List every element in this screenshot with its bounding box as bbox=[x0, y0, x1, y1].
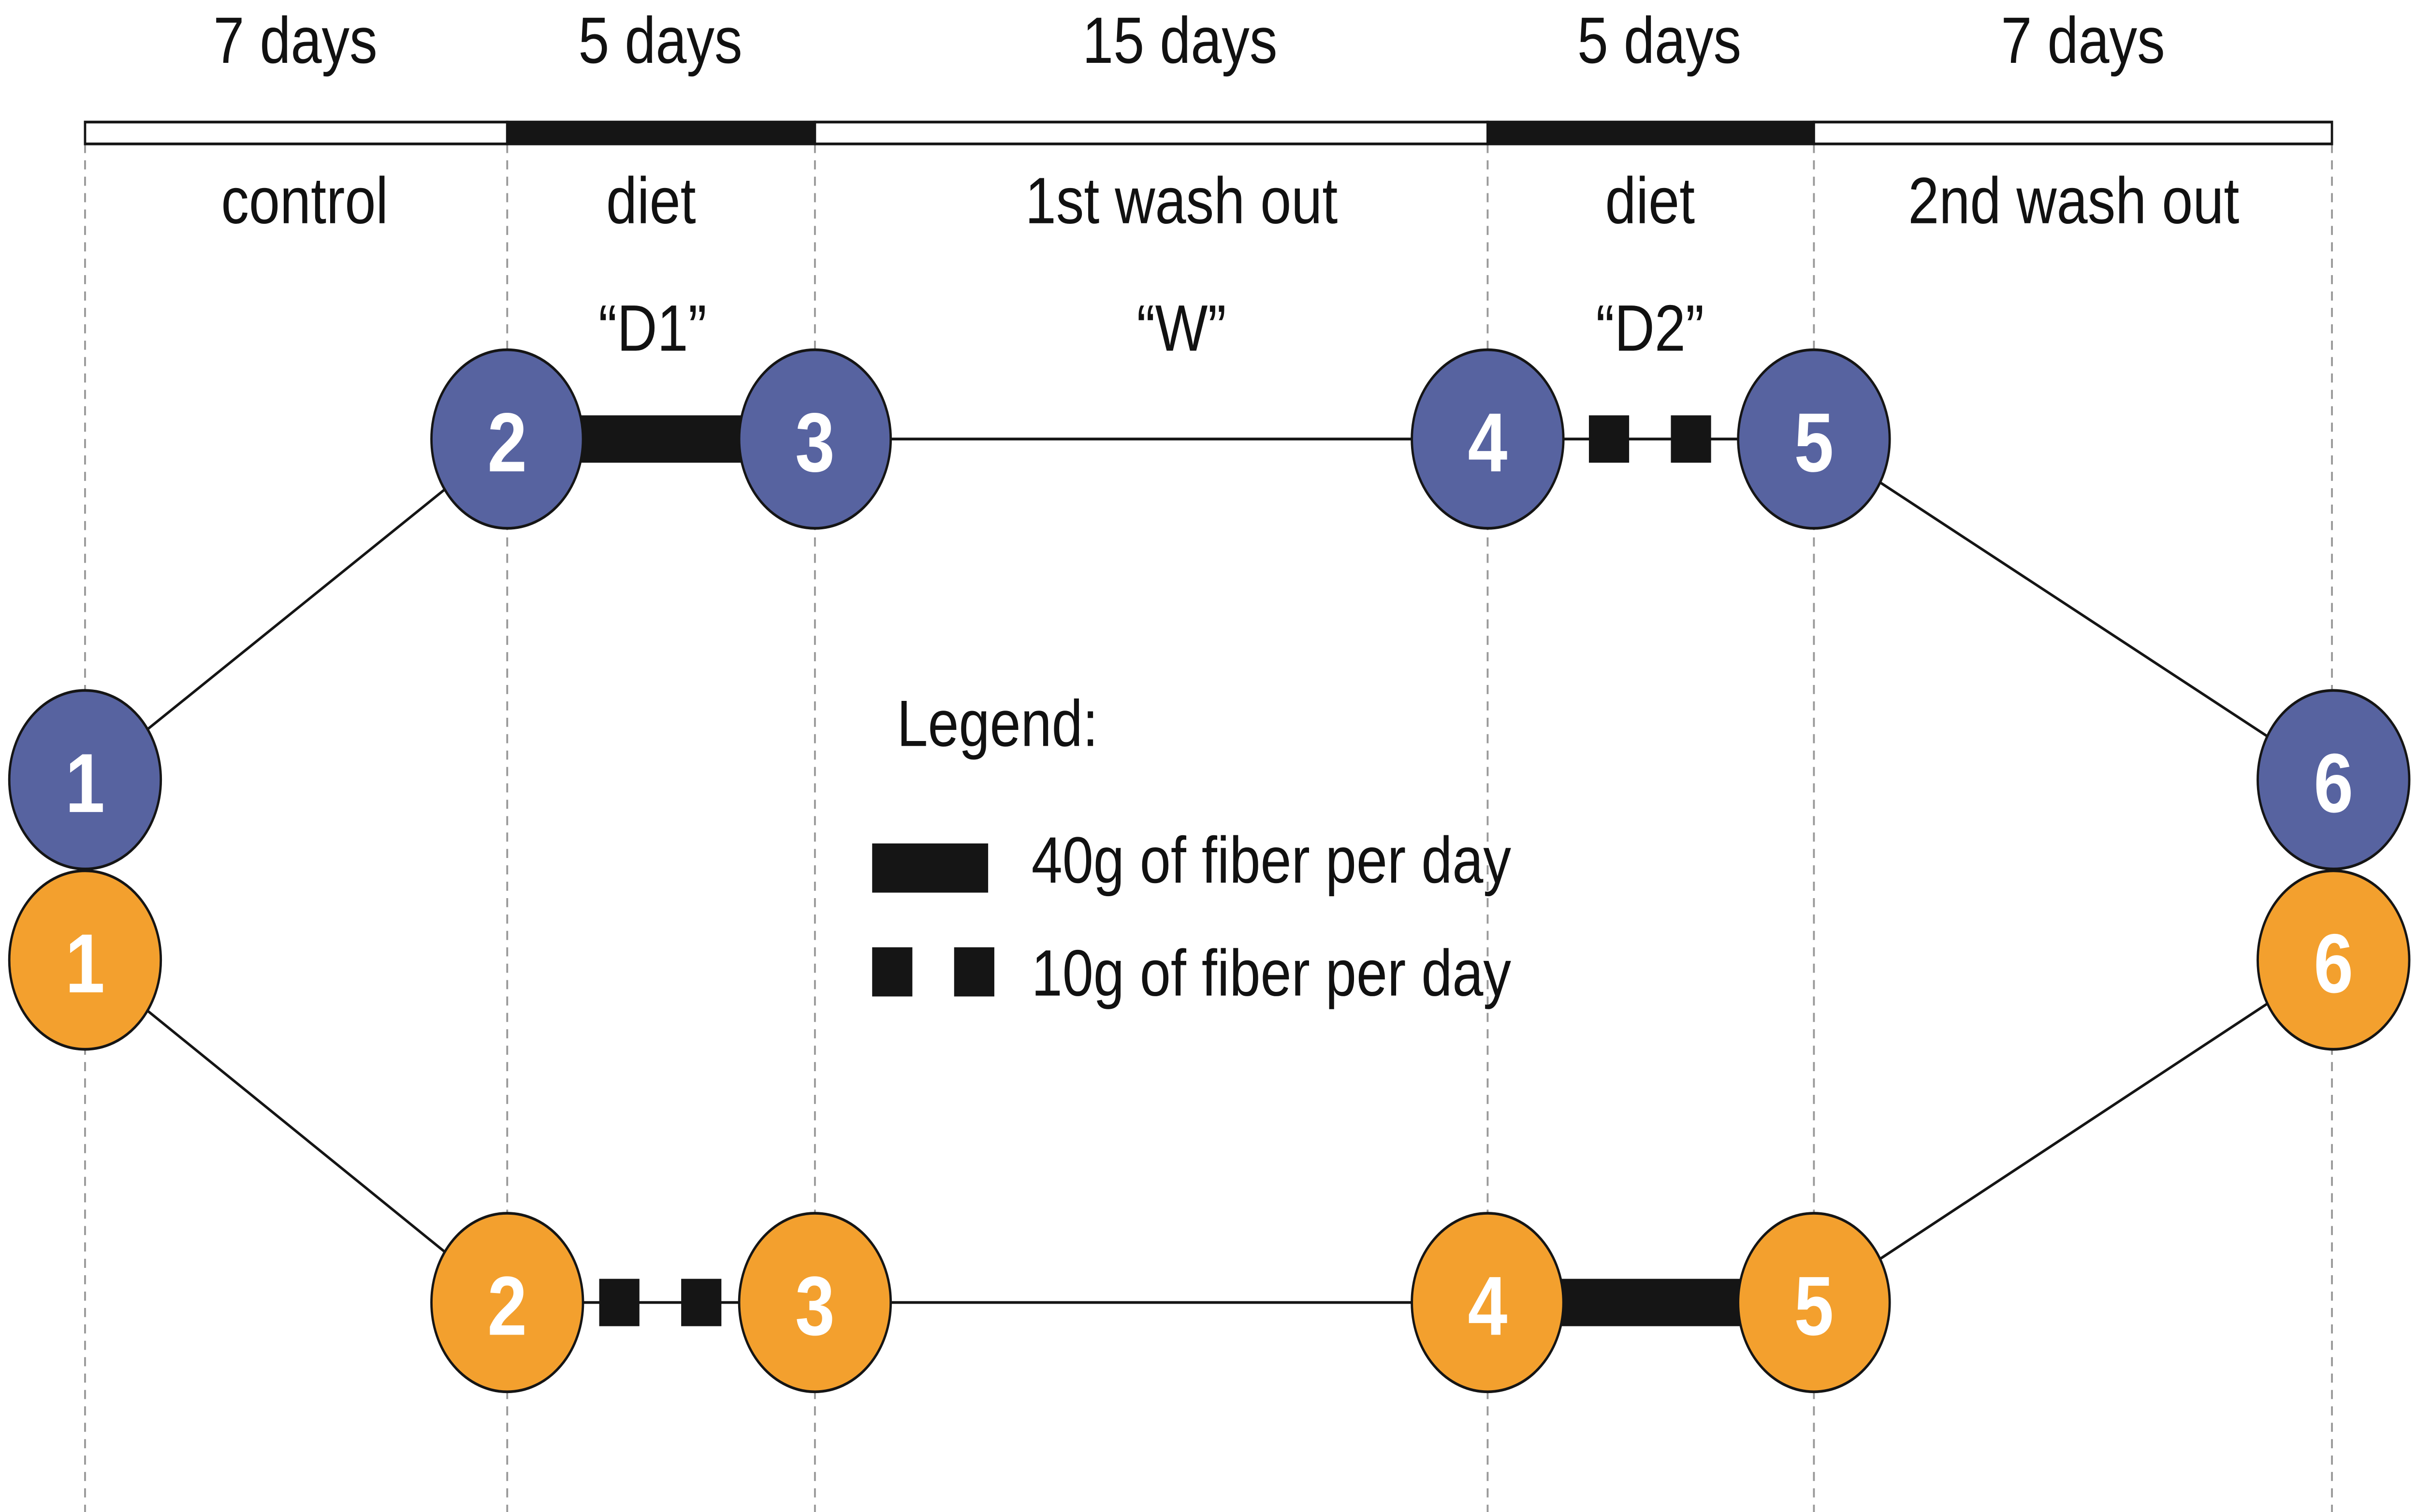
legend-label: 40g of fiber per day bbox=[1032, 823, 1511, 897]
timepoint-node: 3 bbox=[738, 1212, 892, 1394]
timeline-bar bbox=[84, 120, 2333, 145]
timepoint-node: 1 bbox=[8, 869, 162, 1051]
timepoint-node: 4 bbox=[1411, 1212, 1565, 1394]
timepoint-nodes: 1 2 3 4 5 6 1 2 3 4 5 6 bbox=[8, 348, 2411, 1394]
duration-label: 7 days bbox=[213, 3, 377, 77]
timepoint-circle bbox=[2257, 869, 2411, 1051]
legend-solid-bar-icon bbox=[872, 843, 989, 893]
timepoint-circle bbox=[738, 1212, 892, 1394]
timepoint-node: 5 bbox=[1737, 1212, 1891, 1394]
phase-labels: control diet 1st wash out diet 2nd wash … bbox=[221, 164, 2239, 365]
connector-line bbox=[84, 437, 508, 781]
duration-label: 5 days bbox=[578, 3, 742, 77]
legend-title: Legend: bbox=[897, 686, 1098, 760]
legend-square-icon bbox=[954, 947, 994, 997]
timepoint-circle bbox=[8, 689, 162, 871]
timepoint-circle bbox=[1737, 1212, 1891, 1394]
timepoint-node: 4 bbox=[1411, 348, 1565, 530]
timeline-segment bbox=[506, 120, 816, 145]
duration-label: 5 days bbox=[1577, 3, 1741, 77]
timepoint-number: 6 bbox=[2314, 736, 2353, 830]
phase-label: diet bbox=[606, 164, 696, 237]
duration-label: 7 days bbox=[2001, 3, 2165, 77]
timepoint-circle bbox=[2257, 689, 2411, 871]
phase-label: 2nd wash out bbox=[1908, 164, 2239, 237]
timepoint-node: 3 bbox=[738, 348, 892, 530]
duration-label: 15 days bbox=[1082, 3, 1277, 77]
timepoint-circle bbox=[8, 869, 162, 1051]
timepoint-number: 2 bbox=[487, 396, 527, 490]
timepoint-circle bbox=[1737, 348, 1891, 530]
timepoint-node: 6 bbox=[2257, 689, 2411, 871]
timepoint-number: 4 bbox=[1468, 396, 1507, 490]
timeline-segment bbox=[84, 120, 509, 145]
timeline-segment bbox=[814, 120, 1489, 145]
timepoint-number: 1 bbox=[65, 736, 105, 830]
timepoint-circle bbox=[430, 1212, 584, 1394]
legend-square-icon bbox=[872, 947, 913, 997]
phase-code-label: “D1” bbox=[598, 291, 707, 365]
fiber-10g-square bbox=[681, 1279, 722, 1326]
timepoint-number: 6 bbox=[2314, 917, 2353, 1011]
timepoint-node: 2 bbox=[430, 348, 584, 530]
connector-line bbox=[84, 959, 508, 1304]
connector-line bbox=[1813, 959, 2334, 1304]
timepoint-circle bbox=[738, 348, 892, 530]
timepoint-node: 6 bbox=[2257, 869, 2411, 1051]
phase-label: diet bbox=[1605, 164, 1695, 237]
connector-line bbox=[1813, 437, 2334, 781]
timepoint-circle bbox=[430, 348, 584, 530]
phase-code-label: “D2” bbox=[1596, 291, 1704, 365]
fiber-10g-square bbox=[599, 1279, 640, 1326]
timepoint-circle bbox=[1411, 1212, 1565, 1394]
phase-label: control bbox=[221, 164, 388, 237]
phase-label: 1st wash out bbox=[1025, 164, 1338, 237]
timepoint-node: 2 bbox=[430, 1212, 584, 1394]
timepoint-node: 1 bbox=[8, 689, 162, 871]
fiber-10g-square bbox=[1588, 415, 1630, 463]
timepoint-number: 5 bbox=[1794, 1259, 1834, 1353]
timepoint-number: 1 bbox=[65, 917, 105, 1011]
timeline-segment bbox=[1812, 120, 2333, 145]
legend-label: 10g of fiber per day bbox=[1032, 936, 1511, 1010]
timepoint-number: 3 bbox=[795, 1259, 835, 1353]
timepoint-number: 2 bbox=[487, 1259, 527, 1353]
timepoint-circle bbox=[1411, 348, 1565, 530]
timepoint-number: 3 bbox=[795, 396, 835, 490]
duration-labels: 7 days 5 days 15 days 5 days 7 days bbox=[213, 3, 2165, 77]
timepoint-number: 4 bbox=[1468, 1259, 1507, 1353]
fiber-10g-square bbox=[1671, 415, 1711, 463]
legend: Legend: 40g of fiber per day 10g of fibe… bbox=[872, 686, 1511, 1010]
timepoint-node: 5 bbox=[1737, 348, 1891, 530]
timepoint-number: 5 bbox=[1794, 396, 1834, 490]
phase-code-label: “W” bbox=[1136, 291, 1226, 365]
timeline-segment bbox=[1486, 120, 1815, 145]
